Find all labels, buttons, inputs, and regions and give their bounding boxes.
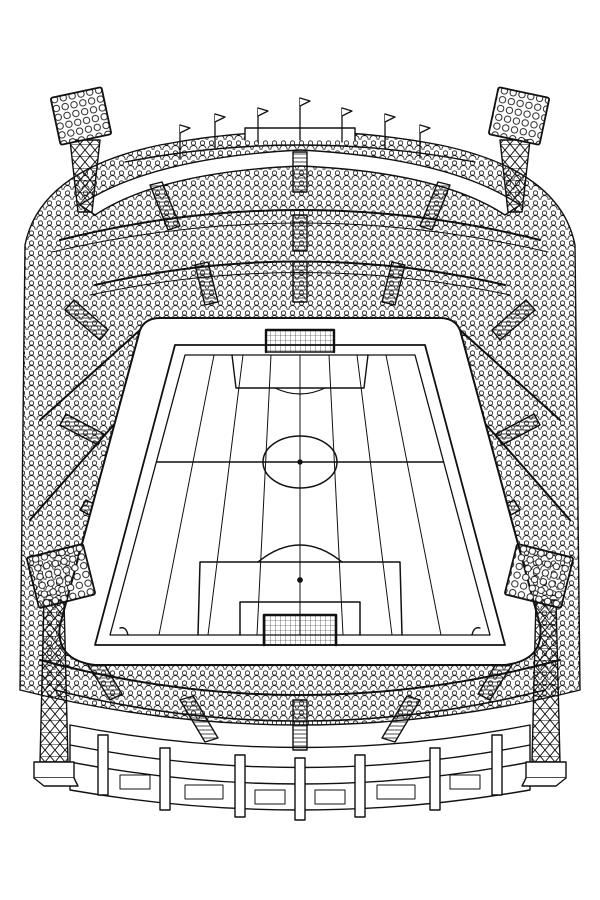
pitch-outer-line (109, 354, 491, 636)
near-penalty-spot (297, 577, 303, 583)
pitch (94, 344, 506, 646)
flag (384, 113, 396, 149)
flag (214, 113, 226, 149)
floodlight-bottom-left (26, 543, 96, 787)
far-penalty-area (231, 354, 369, 389)
corner-arc (119, 626, 129, 636)
near-goal (262, 613, 338, 647)
flag (419, 124, 431, 159)
stadium-facade (69, 724, 531, 821)
mowing-stripes (158, 354, 442, 636)
flag (341, 107, 353, 143)
far-goal (264, 328, 336, 354)
flag (299, 97, 311, 141)
floodlight-bottom-right (504, 543, 574, 787)
center-circle (262, 435, 338, 489)
facade-pillars (97, 734, 503, 821)
near-penalty-area (197, 561, 403, 636)
center-spot (297, 459, 303, 465)
far-penalty-arc (274, 387, 326, 395)
facade-windows (119, 774, 481, 805)
corner-arc (471, 626, 481, 636)
flag (179, 124, 191, 159)
near-six-yard-box (239, 601, 361, 636)
floodlight-top-left (50, 86, 112, 213)
floodlight-top-right (488, 86, 550, 213)
flag (257, 107, 269, 143)
tier-ring-1 (59, 209, 541, 241)
roof-flags (179, 97, 431, 159)
near-penalty-arc (257, 544, 343, 563)
tier-ring-3 (39, 329, 141, 421)
